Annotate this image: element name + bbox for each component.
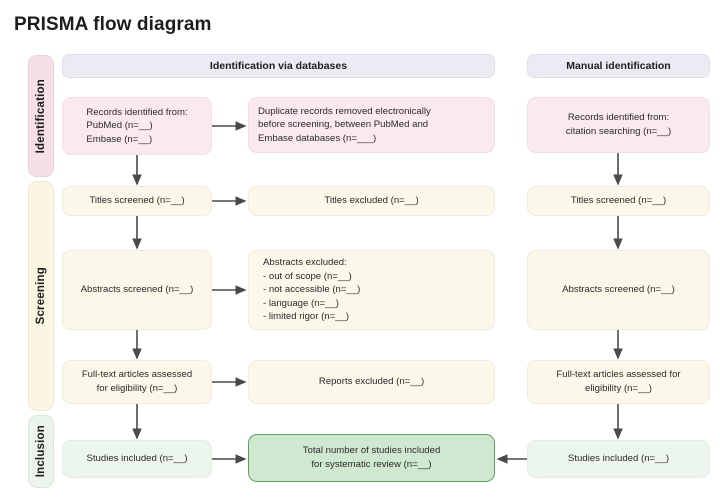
node-titles-screened: Titles screened (n=__) [62,186,212,216]
node-titles-excluded: Titles excluded (n=__) [248,186,495,216]
stage-tab-screening: Screening [28,181,54,411]
node-manual-fulltext-assessed: Full-text articles assessed for eligibil… [527,360,710,404]
stage-tab-inclusion: Inclusion [28,415,54,488]
header-identification-via-databases: Identification via databases [62,54,495,78]
node-duplicates-removed: Duplicate records removed electronically… [248,97,495,153]
node-records-identified: Records identified from: PubMed (n=__) E… [62,97,212,155]
node-manual-studies-included: Studies included (n=__) [527,440,710,478]
node-abstracts-excluded: Abstracts excluded: - out of scope (n=__… [248,250,495,330]
node-manual-records-identified: Records identified from: citation search… [527,97,710,153]
stage-tab-identification: Identification [28,55,54,177]
stage-tab-identification-label: Identification [35,78,47,154]
node-total-included: Total number of studies included for sys… [248,434,495,482]
header-manual-identification: Manual identification [527,54,710,78]
node-abstracts-screened: Abstracts screened (n=__) [62,250,212,330]
node-manual-titles-screened: Titles screened (n=__) [527,186,710,216]
page-title: PRISMA flow diagram [14,14,212,35]
node-studies-included: Studies included (n=__) [62,440,212,478]
stage-tab-inclusion-label: Inclusion [35,425,47,478]
node-reports-excluded: Reports excluded (n=__) [248,360,495,404]
stage-tab-screening-label: Screening [35,267,47,325]
node-manual-abstracts-screened: Abstracts screened (n=__) [527,250,710,330]
node-fulltext-assessed: Full-text articles assessed for eligibil… [62,360,212,404]
